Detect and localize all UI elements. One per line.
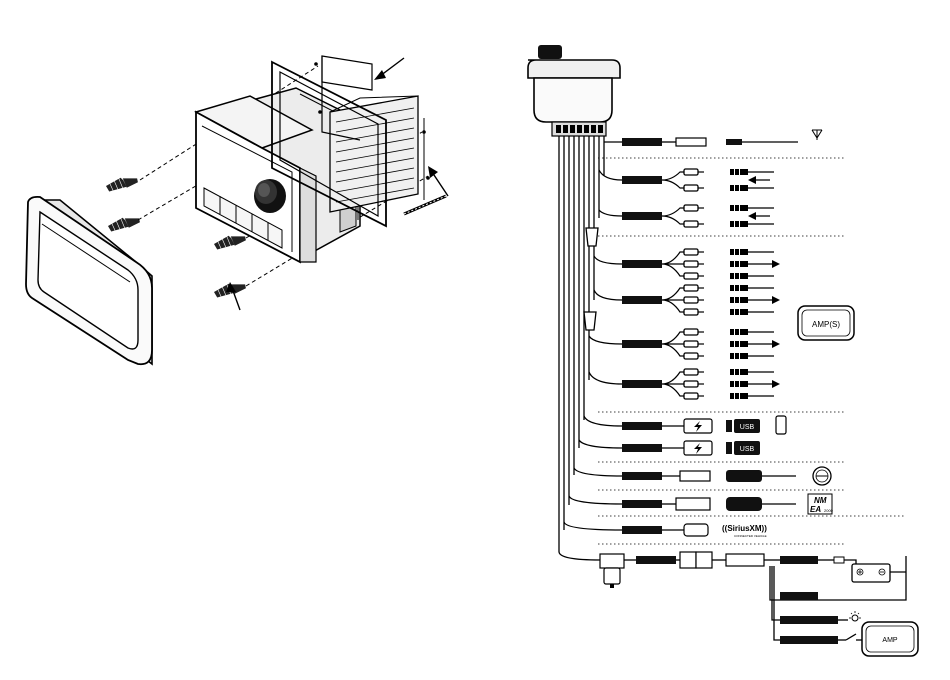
- rca-input-group-2: [599, 205, 774, 227]
- panel-arrow: [374, 58, 404, 80]
- mounting-screw-1: [105, 174, 139, 191]
- rca-output-group-2: [594, 285, 780, 315]
- light-icon: [849, 611, 861, 621]
- volume-knob: [254, 179, 286, 213]
- rca-input-group-1: [599, 169, 774, 191]
- siriusxm-logo: ((SiriusXM)): [722, 524, 767, 533]
- steering-remote-connection: [574, 467, 831, 485]
- battery-icon: [852, 564, 890, 582]
- arrow-right-icon: [772, 380, 780, 388]
- remote-amplifier-box: AMP: [862, 622, 918, 656]
- nmea-label-top: NM: [814, 496, 827, 505]
- arrow-left-icon: [748, 212, 770, 220]
- wiring-diagram: AMP(S) USB: [528, 45, 918, 656]
- antenna-connection: [604, 130, 822, 146]
- rear-screw: [404, 196, 446, 214]
- amp-label: AMP(S): [812, 320, 840, 329]
- arrow-right-icon: [772, 296, 780, 304]
- rca-output-group-1: [594, 249, 780, 279]
- phone-icon: [776, 416, 786, 434]
- siriusxm-sub: CONNECTED VEHICLE: [734, 534, 767, 538]
- arrow-left-icon: [748, 176, 770, 184]
- usb-connection-2: USB: [579, 440, 760, 455]
- mounting-screw-3: [213, 232, 247, 249]
- usb-connection-1: USB: [584, 416, 786, 434]
- rca-output-group-4: [589, 369, 780, 399]
- nmea-suffix: 2000: [824, 508, 834, 513]
- fuse-icon: [834, 557, 844, 563]
- rear-screw-arrow: [428, 166, 448, 196]
- steering-wheel-icon: [813, 467, 831, 485]
- usb-label: USB: [740, 446, 755, 453]
- installation-exploded-view: [26, 56, 448, 364]
- nmea-logo: NM EA 2000: [808, 494, 834, 514]
- rca-output-group-3: [589, 329, 780, 359]
- amplifier-box: AMP(S): [798, 306, 854, 340]
- switch-icon: [838, 634, 862, 640]
- power-harness: [559, 552, 906, 644]
- head-unit-rear: [528, 45, 620, 136]
- arrow-right-icon: [772, 260, 780, 268]
- usb-label: USB: [740, 424, 755, 431]
- amp-label: AMP: [882, 637, 898, 644]
- wire-harness-trunk: [559, 136, 604, 552]
- nmea-connection: NM EA 2000: [569, 494, 834, 514]
- siriusxm-connection: ((SiriusXM)) CONNECTED VEHICLE: [564, 522, 767, 538]
- mounting-screw-2: [107, 214, 141, 231]
- arrow-right-icon: [772, 340, 780, 348]
- antenna-icon: [812, 130, 822, 140]
- nmea-label-bottom: EA: [810, 505, 821, 514]
